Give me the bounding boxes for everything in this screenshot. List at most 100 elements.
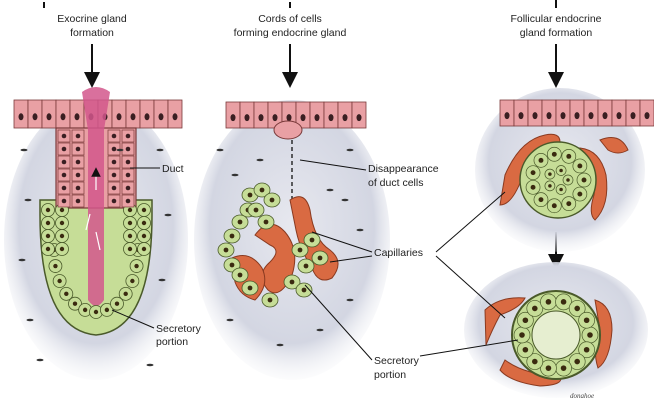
cell-nucleus	[115, 301, 119, 305]
cell-nucleus	[126, 199, 131, 204]
cell-nucleus	[302, 288, 307, 293]
title-cords: Cords of cells forming endocrine gland	[234, 13, 347, 39]
cell-nucleus	[46, 234, 50, 238]
cell-nucleus	[533, 112, 538, 119]
cell-nucleus	[264, 220, 269, 225]
cell-nucleus	[248, 193, 253, 198]
cell-nucleus	[519, 112, 524, 119]
cell-nucleus	[112, 173, 117, 178]
cell-nucleus	[128, 234, 132, 238]
cell-nucleus	[260, 188, 265, 193]
label-secretory-middle-2: portion	[374, 369, 406, 381]
cell-nucleus	[561, 299, 567, 305]
cell-nucleus	[142, 208, 146, 212]
cell-nucleus	[126, 160, 131, 165]
residual-duct-bud	[274, 121, 302, 139]
cell-nucleus	[145, 113, 150, 120]
cell-nucleus	[532, 306, 538, 312]
cell-nucleus	[112, 160, 117, 165]
cell-nucleus	[224, 248, 229, 253]
title-follicular-line2: gland formation	[520, 27, 593, 39]
cell-nucleus	[62, 186, 67, 191]
cell-nucleus	[62, 147, 67, 152]
cell-nucleus	[230, 263, 235, 268]
cell-nucleus	[60, 221, 64, 225]
cell-nucleus	[589, 112, 594, 119]
cell-nucleus	[76, 173, 81, 178]
title-cords-line2: forming endocrine gland	[234, 27, 347, 39]
title-follicular: Follicular endocrine gland formation	[510, 13, 601, 39]
cell-nucleus	[548, 184, 552, 188]
cell-nucleus	[245, 114, 250, 121]
cell-nucleus	[270, 198, 275, 203]
cell-nucleus	[304, 264, 309, 269]
connective-nucleus	[232, 174, 239, 176]
label-disappearance-1: Disappearance	[368, 163, 439, 175]
cell-nucleus	[126, 186, 131, 191]
cell-nucleus	[584, 317, 590, 323]
cell-nucleus	[46, 208, 50, 212]
cell-nucleus	[173, 113, 178, 120]
cell-nucleus	[142, 221, 146, 225]
cell-nucleus	[62, 199, 67, 204]
cell-nucleus	[117, 113, 122, 120]
cell-nucleus	[238, 220, 243, 225]
cell-nucleus	[130, 279, 134, 283]
cell-nucleus	[76, 160, 81, 165]
cell-nucleus	[57, 279, 61, 283]
cell-nucleus	[60, 247, 64, 251]
connective-nucleus	[27, 319, 34, 321]
cell-nucleus	[33, 113, 38, 120]
connective-nucleus	[21, 149, 28, 151]
cell-nucleus	[62, 134, 67, 139]
connective-nucleus	[165, 214, 172, 216]
cell-nucleus	[60, 234, 64, 238]
cell-nucleus	[142, 247, 146, 251]
cell-nucleus	[318, 256, 323, 261]
cell-nucleus	[76, 186, 81, 191]
connective-nucleus	[117, 149, 124, 151]
connective-nucleus	[19, 259, 26, 261]
cell-nucleus	[617, 112, 622, 119]
cell-nucleus	[47, 113, 52, 120]
cell-nucleus	[112, 134, 117, 139]
cell-nucleus	[128, 221, 132, 225]
cell-nucleus	[142, 234, 146, 238]
cell-nucleus	[582, 178, 587, 183]
title-exocrine: Exocrine gland formation	[57, 13, 127, 39]
cell-nucleus	[315, 114, 320, 121]
cell-nucleus	[587, 332, 593, 338]
cell-nucleus	[552, 152, 557, 157]
cell-nucleus	[60, 208, 64, 212]
cell-nucleus	[575, 112, 580, 119]
cell-nucleus	[112, 147, 117, 152]
cell-nucleus	[531, 170, 536, 175]
cell-nucleus	[505, 112, 510, 119]
artist-signature: donahoe	[570, 392, 594, 400]
title-exocrine-line2: formation	[70, 27, 114, 39]
cell-nucleus	[532, 359, 538, 365]
label-secretory-middle-1: Secretory	[374, 355, 420, 367]
cell-nucleus	[523, 347, 529, 353]
cell-nucleus	[574, 359, 580, 365]
cell-nucleus	[254, 208, 259, 213]
surface-epithelium-right	[500, 100, 654, 126]
cell-nucleus	[105, 308, 109, 312]
connective-nucleus	[327, 189, 334, 191]
follicle-lumen	[532, 311, 580, 359]
connective-nucleus	[342, 199, 349, 201]
cell-nucleus	[566, 201, 571, 206]
cell-nucleus	[268, 298, 273, 303]
cell-nucleus	[561, 112, 566, 119]
cell-nucleus	[94, 310, 98, 314]
cell-nucleus	[577, 163, 582, 168]
cell-nucleus	[126, 134, 131, 139]
cell-nucleus	[561, 365, 567, 371]
cell-nucleus	[523, 317, 529, 323]
cell-nucleus	[531, 185, 536, 190]
cell-nucleus	[343, 114, 348, 121]
cell-nucleus	[603, 112, 608, 119]
cell-nucleus	[645, 112, 650, 119]
cell-nucleus	[134, 264, 138, 268]
label-secretory-left-1: Secretory	[156, 323, 202, 335]
